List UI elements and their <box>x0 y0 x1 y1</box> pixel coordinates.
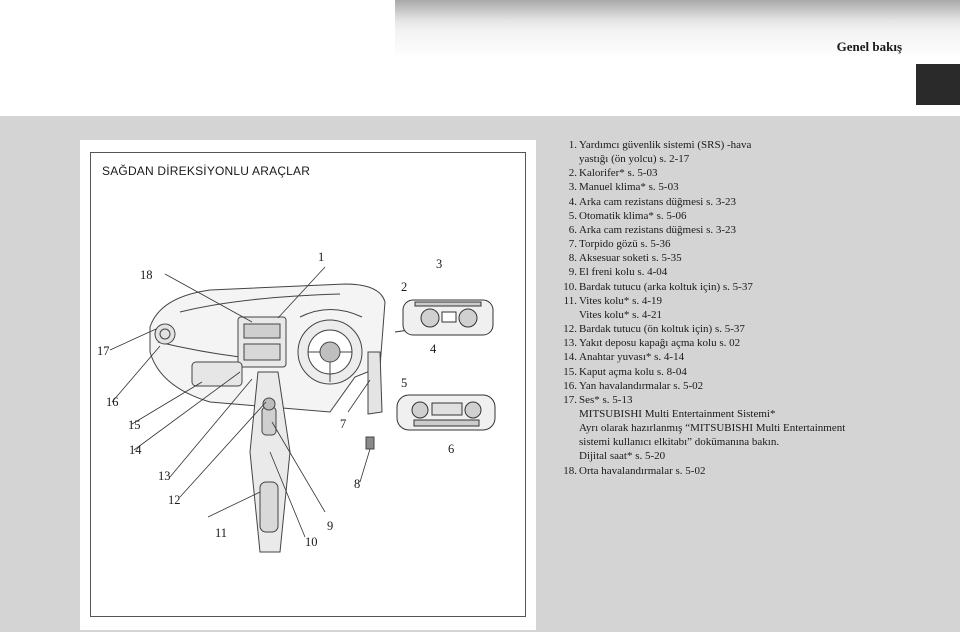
legend-text: Bardak tutucu (ön koltuk için) s. 5-37 <box>579 323 745 336</box>
legend-text: Orta havalandırmalar s. 5-02 <box>579 464 706 477</box>
header-gradient-bar <box>395 0 960 30</box>
legend-text: Manuel klima* s. 5-03 <box>579 181 679 194</box>
callout-10: 10 <box>305 535 318 549</box>
legend-item: 1.Yardımcı güvenlik sistemi (SRS) -hava y… <box>561 138 901 166</box>
legend-item: 10.Bardak tutucu (arka koltuk için) s. 5… <box>561 280 901 294</box>
legend-number: 17. <box>563 393 577 406</box>
legend-item: 9.El freni kolu s. 4-04 <box>561 265 901 279</box>
legend-text: yastığı (ön yolcu) s. 2-17 <box>579 153 690 166</box>
dashboard-illustration <box>109 266 496 553</box>
legend-item: 5.Otomatik klima* s. 5-06 <box>561 209 901 223</box>
legend-number: 8. <box>568 252 577 265</box>
legend-item: 15.Kaput açma kolu s. 8-04 <box>561 365 901 379</box>
legend-number: 3. <box>568 181 577 194</box>
legend-text: Yakıt deposu kapağı açma kolu s. 02 <box>579 337 741 350</box>
legend-text: Kalorifer* s. 5-03 <box>579 167 658 180</box>
page-title: Genel bakış <box>836 39 902 54</box>
legend-number: 10. <box>563 280 577 293</box>
legend-item: 3.Manuel klima* s. 5-03 <box>561 180 901 194</box>
callout-2: 2 <box>401 280 408 294</box>
legend-item: 7.Torpido gözü s. 5-36 <box>561 237 901 251</box>
legend-item: 16.Yan havalandırmalar s. 5-02 <box>561 379 901 393</box>
callout-11: 11 <box>215 526 228 540</box>
legend-text: Anahtar yuvası* s. 4-14 <box>579 351 685 364</box>
legend-text: Ayrı olarak hazırlanmış “MITSUBISHI Mult… <box>579 422 846 435</box>
figure-frame <box>90 152 526 617</box>
legend-number: 4. <box>568 195 577 208</box>
callout-7: 7 <box>340 417 347 431</box>
callout-15: 15 <box>128 418 141 432</box>
legend-number: 5. <box>568 209 577 222</box>
section-tab-marker <box>916 64 960 105</box>
callout-18: 18 <box>140 268 153 282</box>
callout-17: 17 <box>97 344 110 358</box>
legend-number: 11. <box>563 294 577 307</box>
legend-number: 9. <box>568 266 577 279</box>
legend-item: 14.Anahtar yuvası* s. 4-14 <box>561 350 901 364</box>
legend-text: Vites kolu* s. 4-19 <box>579 294 663 307</box>
legend-item: 8.Aksesuar soketi s. 5-35 <box>561 251 901 265</box>
legend-number: 1. <box>568 139 577 151</box>
legend-text: Bardak tutucu (arka koltuk için) s. 5-37 <box>579 280 753 293</box>
legend-number: 16. <box>563 379 577 392</box>
legend-text: Aksesuar soketi s. 5-35 <box>579 252 682 265</box>
legend-number: 18. <box>563 464 577 477</box>
legend-number: 7. <box>568 238 577 251</box>
callout-9: 9 <box>327 519 334 533</box>
legend-text: Otomatik klima* s. 5-06 <box>579 209 687 222</box>
legend-text: Yardımcı güvenlik sistemi (SRS) -hava <box>579 139 752 151</box>
callout-4: 4 <box>430 342 437 356</box>
legend-text: Arka cam rezistans düğmesi s. 3-23 <box>579 223 737 236</box>
header-gradient-fade <box>395 30 960 58</box>
legend-list: 1.Yardımcı güvenlik sistemi (SRS) -hava y… <box>561 138 901 478</box>
legend-text: Ses* s. 5-13 <box>579 393 633 406</box>
legend-number: 13. <box>563 337 577 350</box>
legend-number: 6. <box>568 223 577 236</box>
legend-number: 15. <box>563 365 577 378</box>
legend-text: MITSUBISHI Multi Entertainment Sistemi* <box>579 407 776 420</box>
legend-number: 12. <box>563 323 577 336</box>
legend-text: El freni kolu s. 4-04 <box>579 266 668 279</box>
legend-item: 2.Kalorifer* s. 5-03 <box>561 166 901 180</box>
legend-text: Yan havalandırmalar s. 5-02 <box>579 379 704 392</box>
legend-text: Torpido gözü s. 5-36 <box>579 238 671 251</box>
callout-8: 8 <box>354 477 361 491</box>
legend-text: Arka cam rezistans düğmesi s. 3-23 <box>579 195 737 208</box>
callout-12: 12 <box>168 493 181 507</box>
legend-item: 13.Yakıt deposu kapağı açma kolu s. 02 <box>561 336 901 350</box>
callout-6: 6 <box>448 442 455 456</box>
section-label: SAĞDAN DİREKSİYONLU ARAÇLAR <box>102 164 311 178</box>
legend-text: Kaput açma kolu s. 8-04 <box>579 365 687 378</box>
legend-text: Vites kolu* s. 4-21 <box>579 308 663 321</box>
legend-text: Dijital saat* s. 5-20 <box>579 450 666 463</box>
callout-1: 1 <box>318 250 325 264</box>
legend-number: 2. <box>568 167 577 180</box>
callout-14: 14 <box>129 443 142 457</box>
callout-16: 16 <box>106 395 119 409</box>
legend-text: sistemi kullanıcı elkitabı” dokümanına b… <box>579 436 780 449</box>
legend-item: 6.Arka cam rezistans düğmesi s. 3-23 <box>561 223 901 237</box>
legend-item: 18.Orta havalandırmalar s. 5-02 <box>561 464 901 478</box>
callout-5: 5 <box>401 376 408 390</box>
legend-item: 4.Arka cam rezistans düğmesi s. 3-23 <box>561 195 901 209</box>
callout-13: 13 <box>158 469 171 483</box>
legend-number: 14. <box>563 351 577 364</box>
legend-item: 12.Bardak tutucu (ön koltuk için) s. 5-3… <box>561 322 901 336</box>
callout-3: 3 <box>436 257 443 271</box>
